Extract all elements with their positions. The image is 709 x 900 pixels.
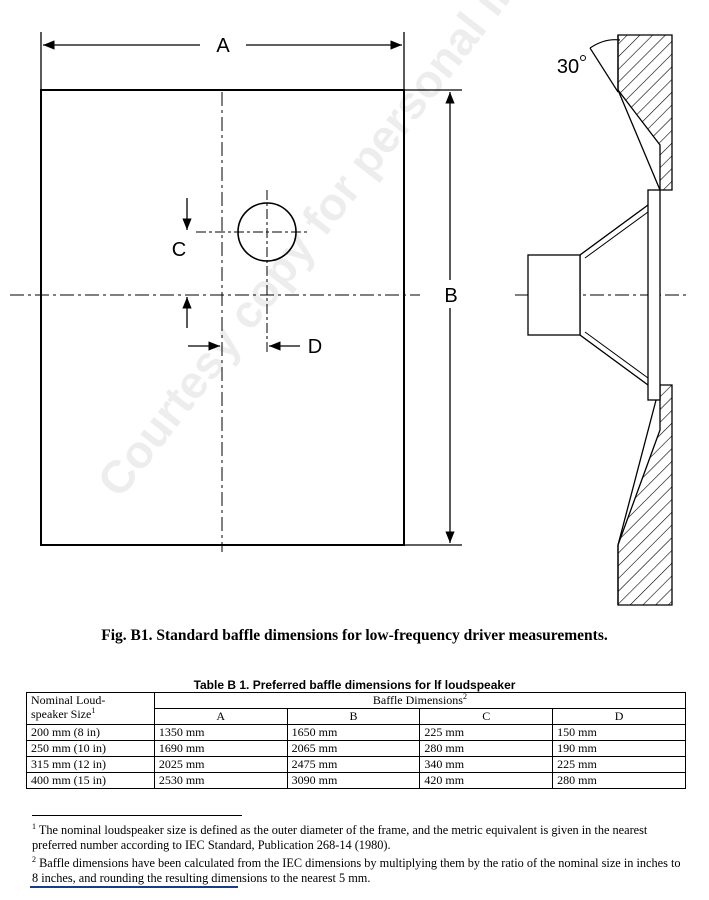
angle-degree-mark — [580, 55, 586, 61]
table-cell: 225 mm — [419, 724, 554, 741]
angle-label: 30 — [557, 56, 579, 78]
table-cell: 2065 mm — [286, 740, 421, 757]
header-size-line1: Nominal Loud- — [31, 693, 106, 707]
table-row: 250 mm (10 in) 1690 mm 2065 mm 280 mm 19… — [26, 740, 686, 757]
table-row: 400 mm (15 in) 2530 mm 3090 mm 420 mm 28… — [26, 772, 686, 789]
header-size-sup: 1 — [91, 706, 96, 715]
table-cell: 2530 mm — [153, 772, 288, 789]
table-row: 315 mm (12 in) 2025 mm 2475 mm 340 mm 22… — [26, 756, 686, 773]
footnote-2-mark: 2 — [32, 854, 36, 864]
footnote-2-text: Baffle dimensions have been calculated f… — [32, 856, 681, 885]
table-cell: 280 mm — [419, 740, 554, 757]
column-header-d: D — [552, 708, 686, 725]
table-cell: 2475 mm — [286, 756, 421, 773]
speaker-magnet — [527, 254, 581, 336]
hyperlink-underline — [30, 886, 238, 888]
dim-b-label: B — [444, 285, 457, 307]
header-dims-sup: 2 — [462, 692, 467, 701]
table-header-row: Nominal Loud- speaker Size1 Baffle Dimen… — [26, 692, 687, 725]
angle-arc — [589, 39, 621, 49]
speaker-cone-inner-top — [584, 211, 649, 259]
dim-a-label: A — [216, 35, 230, 57]
table-cell: 190 mm — [552, 740, 686, 757]
baffle-dimensions-table: Nominal Loud- speaker Size1 Baffle Dimen… — [26, 692, 687, 789]
column-header-a: A — [153, 708, 288, 725]
table-cell: 250 mm (10 in) — [26, 740, 155, 757]
footnote-rule — [32, 815, 242, 816]
table-cell: 225 mm — [552, 756, 686, 773]
angle-ray — [589, 47, 619, 93]
baffle-section-bottom — [617, 384, 673, 606]
header-size-line2: speaker Size — [31, 707, 92, 721]
speaker-cone-inner-bottom — [584, 331, 649, 379]
table-cell: 340 mm — [419, 756, 554, 773]
table-cell: 280 mm — [552, 772, 686, 789]
column-header-b: B — [286, 708, 421, 725]
table-cell: 150 mm — [552, 724, 686, 741]
table-cell: 315 mm (12 in) — [26, 756, 155, 773]
speaker-frame — [647, 189, 661, 401]
baffle-bevel-top — [617, 89, 661, 191]
table-cell: 200 mm (8 in) — [26, 724, 155, 741]
table-subheader-row: A B C D — [27, 708, 686, 725]
table-cell: 2025 mm — [153, 756, 288, 773]
dim-c-label: C — [172, 239, 186, 261]
header-baffle-dimensions: Baffle Dimensions2 — [153, 692, 687, 709]
footnote-1-text: The nominal loudspeaker size is defined … — [32, 823, 648, 852]
column-header-c: C — [419, 708, 554, 725]
figure-caption: Fig. B1. Standard baffle dimensions for … — [101, 627, 608, 644]
table-row: 200 mm (8 in) 1350 mm 1650 mm 225 mm 150… — [26, 724, 686, 741]
footnote-1: 1 The nominal loudspeaker size is define… — [32, 821, 682, 853]
baffle-section-top — [617, 34, 673, 191]
table-cell: 1690 mm — [153, 740, 288, 757]
baffle-bevel-bottom — [617, 384, 661, 546]
table-cell: 1350 mm — [153, 724, 288, 741]
dim-d-label: D — [308, 336, 322, 358]
footnote-2: 2 Baffle dimensions have been calculated… — [32, 854, 682, 886]
table-cell: 400 mm (15 in) — [26, 772, 155, 789]
footnote-1-mark: 1 — [32, 821, 36, 831]
table-title: Table B 1. Preferred baffle dimensions f… — [193, 678, 516, 692]
table-cell: 420 mm — [419, 772, 554, 789]
table-cell: 3090 mm — [286, 772, 421, 789]
header-dims-text: Baffle Dimensions — [372, 693, 463, 707]
header-nominal-size: Nominal Loud- speaker Size1 — [26, 692, 155, 725]
table-cell: 1650 mm — [286, 724, 421, 741]
baffle-drawing: A B C D 30 — [10, 32, 690, 606]
